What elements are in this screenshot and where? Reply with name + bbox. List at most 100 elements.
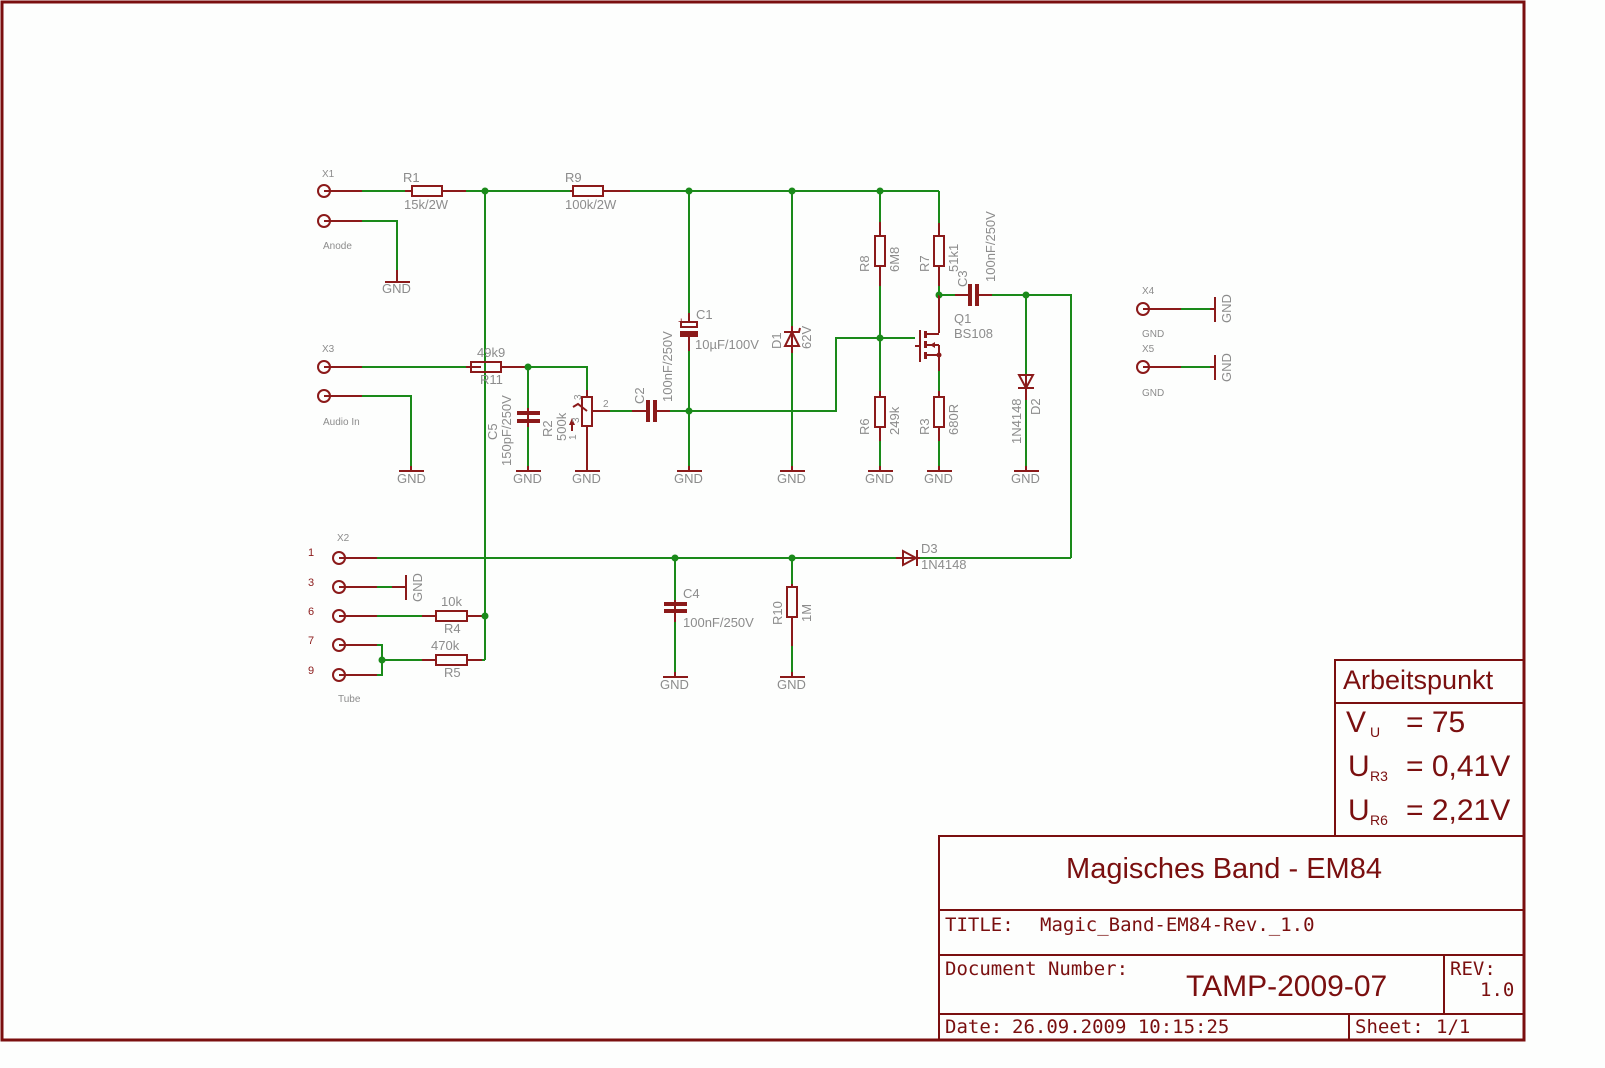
c2-name: C2 [632,387,647,404]
diode-d3: D3 1N4148 [896,541,967,572]
r2-arrow-label: 3 [571,417,582,423]
c4-value: 100nF/250V [683,615,754,630]
r11-value: 49k9 [477,345,505,360]
drawing-frame [0,0,1526,1042]
gnd-label: GND [924,471,953,486]
r2-pin3: 3 [573,394,584,400]
r11-name: R11 [480,372,503,387]
x2-label: Tube [338,694,361,705]
gnd-label: GND [1219,294,1234,323]
r4-name: R4 [444,621,461,636]
r6-value: 249k [887,406,902,435]
r8-name: R8 [857,255,872,272]
r2-value: 500k [554,412,569,441]
c3-name: C3 [955,270,970,287]
c5-name: C5 [485,423,500,440]
x5-name: X5 [1142,344,1155,355]
x2-pin-label: 3 [308,577,314,589]
r1-name: R1 [403,170,420,185]
x2-pin-label: 1 [308,547,314,559]
c5-value: 150pF/250V [499,395,514,466]
x4-label: GND [1142,329,1164,340]
resistor-r7: R7 51k1 [917,223,961,286]
d2-value: 1N4148 [1009,398,1024,444]
title-heading: Magisches Band - EM84 [1066,853,1382,885]
q1-name: Q1 [954,311,971,326]
r6-name: R6 [857,418,872,435]
x3-name: X3 [322,344,335,355]
r9-name: R9 [565,170,582,185]
resistor-r4: 10k R4 [422,594,482,636]
gnd-label: GND [572,471,601,486]
op-value: = 0,41V [1406,750,1510,783]
capacitor-c4: GND C4 100nF/250V [660,558,754,692]
resistor-r6: GND R6 249k [857,391,902,486]
sheet-label: Sheet: [1355,1016,1424,1038]
docnum-label: Document Number: [945,958,1128,980]
op-value: = 75 [1406,706,1465,739]
c4-name: C4 [683,586,700,601]
capacitor-c2: C2 100nF/250V [632,331,675,422]
resistor-r10: GND R10 1M [770,558,814,692]
gnd-label: GND [777,677,806,692]
x2-pin-label: 7 [308,635,314,647]
r4-value: 10k [441,594,462,609]
q1-value: BS108 [954,326,993,341]
title-block: Magisches Band - EM84 TITLE: Magic_Band-… [938,835,1525,1041]
op-symbol: V [1346,706,1366,739]
r7-value: 51k1 [946,244,961,272]
junction-dot-icon [685,407,693,415]
r8-value: 6M8 [887,247,902,272]
r10-name: R10 [770,601,785,625]
date-value: 26.09.2009 10:15:25 [1012,1016,1229,1038]
x4-name: X4 [1142,286,1155,297]
capacitor-c5: GND C5 150pF/250V [485,367,542,486]
op-subscript: R6 [1370,812,1388,828]
gnd-label: GND [674,471,703,486]
gnd-label: GND [865,471,894,486]
op-symbol: U [1348,750,1370,783]
op-symbol: U [1348,794,1370,827]
r10-value: 1M [799,604,814,622]
resistor-r5: 470k R5 [422,638,482,680]
op-value: = 2,21V [1406,794,1510,827]
x2-name: X2 [337,533,350,544]
title-value: Magic_Band-EM84-Rev._1.0 [1040,914,1315,936]
r3-value: 680R [946,404,961,435]
operating-point-table: Arbeitspunkt V U = 75 U R3 = 0,41V U R6 … [1334,659,1525,837]
wiper-icon [572,402,588,412]
r3-name: R3 [917,418,932,435]
docnum-value: TAMP-2009-07 [1186,970,1387,1003]
d2-name: D2 [1028,398,1043,415]
gnd-label: GND [513,471,542,486]
x2-pin-label: 9 [308,665,314,677]
c3-value: 100nF/250V [983,211,998,282]
r2-name: R2 [540,420,555,437]
c1-name: C1 [696,307,713,322]
x1-label: Anode [323,241,352,252]
c1-value: 10µF/100V [695,337,759,352]
r9-value: 100k/2W [565,197,617,212]
resistor-r9: R9 100k/2W [565,170,630,212]
x1-name: X1 [322,169,335,180]
gnd-label: GND [777,471,806,486]
connector-x1: X1 Anode [317,169,362,252]
r1-value: 15k/2W [404,197,449,212]
junction-dot-icon [481,612,489,620]
d3-value: 1N4148 [921,557,967,572]
x5-label: GND [1142,388,1164,399]
mosfet-q1: Q1 BS108 [915,295,993,371]
d1-name: D1 [769,332,784,349]
gnd-label: GND [397,471,426,486]
potentiometer-r2: GND R2 500k 3 2 3 1 [540,390,610,486]
connector-x2: X2 Tube 1 3 6 7 9 [308,533,377,705]
connector-x5: GND X5 GND [1136,344,1234,399]
op-subscript: U [1370,724,1380,740]
r5-name: R5 [444,665,461,680]
rev-value: 1.0 [1480,979,1514,1001]
d1-value: 62V [799,326,814,349]
resistor-r8: R8 6M8 [857,191,902,286]
d3-name: D3 [921,541,938,556]
operating-point-title: Arbeitspunkt [1343,665,1494,695]
c2-value: 100nF/250V [660,331,675,402]
